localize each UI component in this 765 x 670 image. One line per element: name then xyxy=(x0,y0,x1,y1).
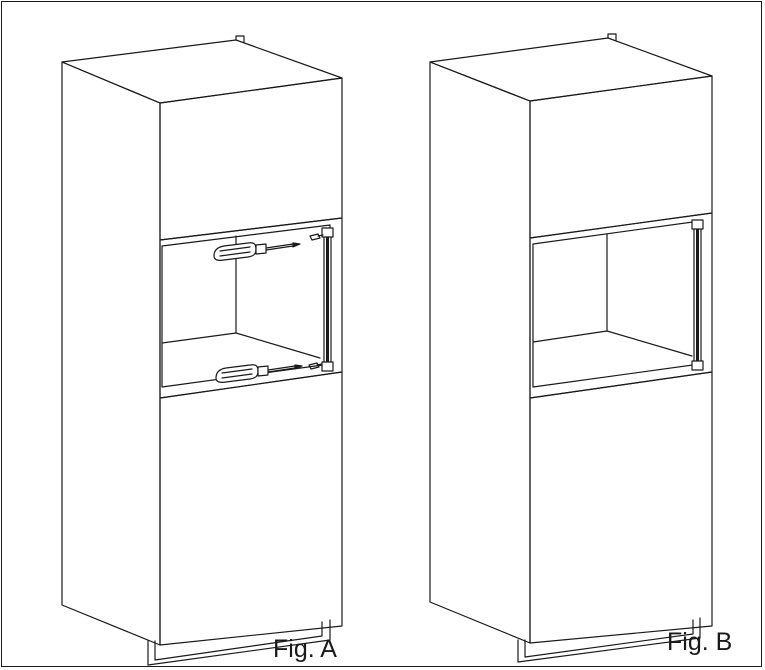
cabinet-a-plinth xyxy=(147,619,331,666)
cabinet-b-plinth xyxy=(517,617,701,663)
screw-top-fig-a xyxy=(309,233,324,241)
cabinet-a-top xyxy=(61,39,343,104)
cabinet-a-left-side xyxy=(61,61,161,646)
figure-label-a: Fig. A xyxy=(273,635,337,663)
cabinet-b-lower-door xyxy=(529,371,713,644)
screw-bottom-fig-a xyxy=(308,362,323,370)
rail-fig-a xyxy=(321,227,334,372)
screwdriver-top-fig-a xyxy=(213,242,301,261)
rail-fig-b xyxy=(691,219,704,371)
cabinet-b-top-lip xyxy=(607,33,617,41)
cabinet-b-upper-door xyxy=(529,75,713,239)
cabinet-b-opening-inner xyxy=(532,220,701,388)
cabinet-b-left-side xyxy=(429,61,531,644)
screwdriver-bottom-fig-a xyxy=(215,364,303,383)
cabinet-fig-a xyxy=(61,35,343,666)
cabinet-a-top-lip xyxy=(235,35,245,43)
cabinet-a-upper-door xyxy=(159,77,343,241)
cabinet-a-lower-door xyxy=(159,371,343,646)
figure-label-b: Fig. B xyxy=(667,628,733,656)
cabinet-fig-b xyxy=(429,33,713,663)
cabinet-b-top xyxy=(429,37,713,102)
